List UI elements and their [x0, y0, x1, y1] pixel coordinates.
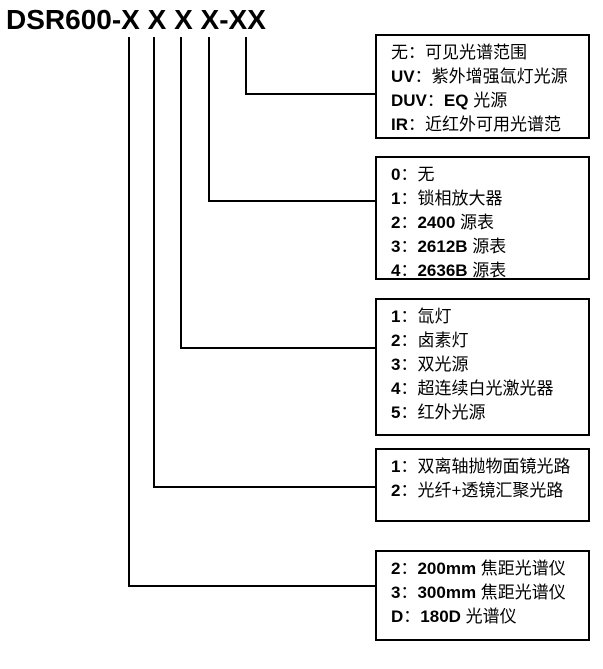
connector-line-digit4: [208, 37, 377, 202]
option-item: 2：卤素灯: [391, 331, 469, 350]
option-box-measurement-instrument: 0：无 1：锁相放大器 2：2400 源表 3：2612B 源表 4：2636B 源表: [375, 156, 590, 280]
connector-line-digit2: [153, 37, 377, 488]
option-item: 0：无: [391, 165, 435, 184]
option-item: UV：紫外增强氙灯光源: [391, 67, 568, 86]
option-item: 1：双离轴抛物面镜光路: [391, 457, 571, 476]
option-item: 4：超连续白光激光器: [391, 379, 554, 398]
option-item: DUV：EQ 光源: [391, 91, 508, 110]
option-item: 2：2400 源表: [391, 213, 495, 232]
option-box-spectral-range: 无：可见光谱范围 UV：紫外增强氙灯光源 DUV：EQ 光源 IR：近红外可用光谱范: [375, 34, 590, 139]
option-item: 2：200mm 焦距光谱仪: [391, 559, 566, 578]
option-item: D：180D 光谱仪: [391, 607, 517, 626]
option-box-light-source: 1：氙灯 2：卤素灯 3：双光源 4：超连续白光激光器 5：红外光源: [375, 298, 590, 436]
option-item: 3：2612B 源表: [391, 237, 507, 256]
model-number-title: DSR600-X X X X-XX: [6, 4, 266, 35]
option-box-spectrometer-focal-length: 2：200mm 焦距光谱仪 3：300mm 焦距光谱仪 D：180D 光谱仪: [375, 550, 590, 641]
connector-line-digit1: [128, 37, 377, 587]
option-item: 3：300mm 焦距光谱仪: [391, 583, 566, 602]
option-item: 无：可见光谱范围: [391, 43, 527, 62]
connector-line-suffix: [245, 37, 377, 95]
option-item: IR：近红外可用光谱范: [391, 115, 561, 134]
option-item: 2：光纤+透镜汇聚光路: [391, 481, 564, 500]
option-item: 1：氙灯: [391, 307, 452, 326]
option-item: 5：红外光源: [391, 403, 486, 422]
connector-line-digit3: [180, 37, 377, 349]
option-item: 4：2636B 源表: [391, 261, 507, 280]
option-item: 1：锁相放大器: [391, 189, 503, 208]
option-item: 3：双光源: [391, 355, 469, 374]
option-box-optical-path: 1：双离轴抛物面镜光路 2：光纤+透镜汇聚光路: [375, 448, 590, 522]
